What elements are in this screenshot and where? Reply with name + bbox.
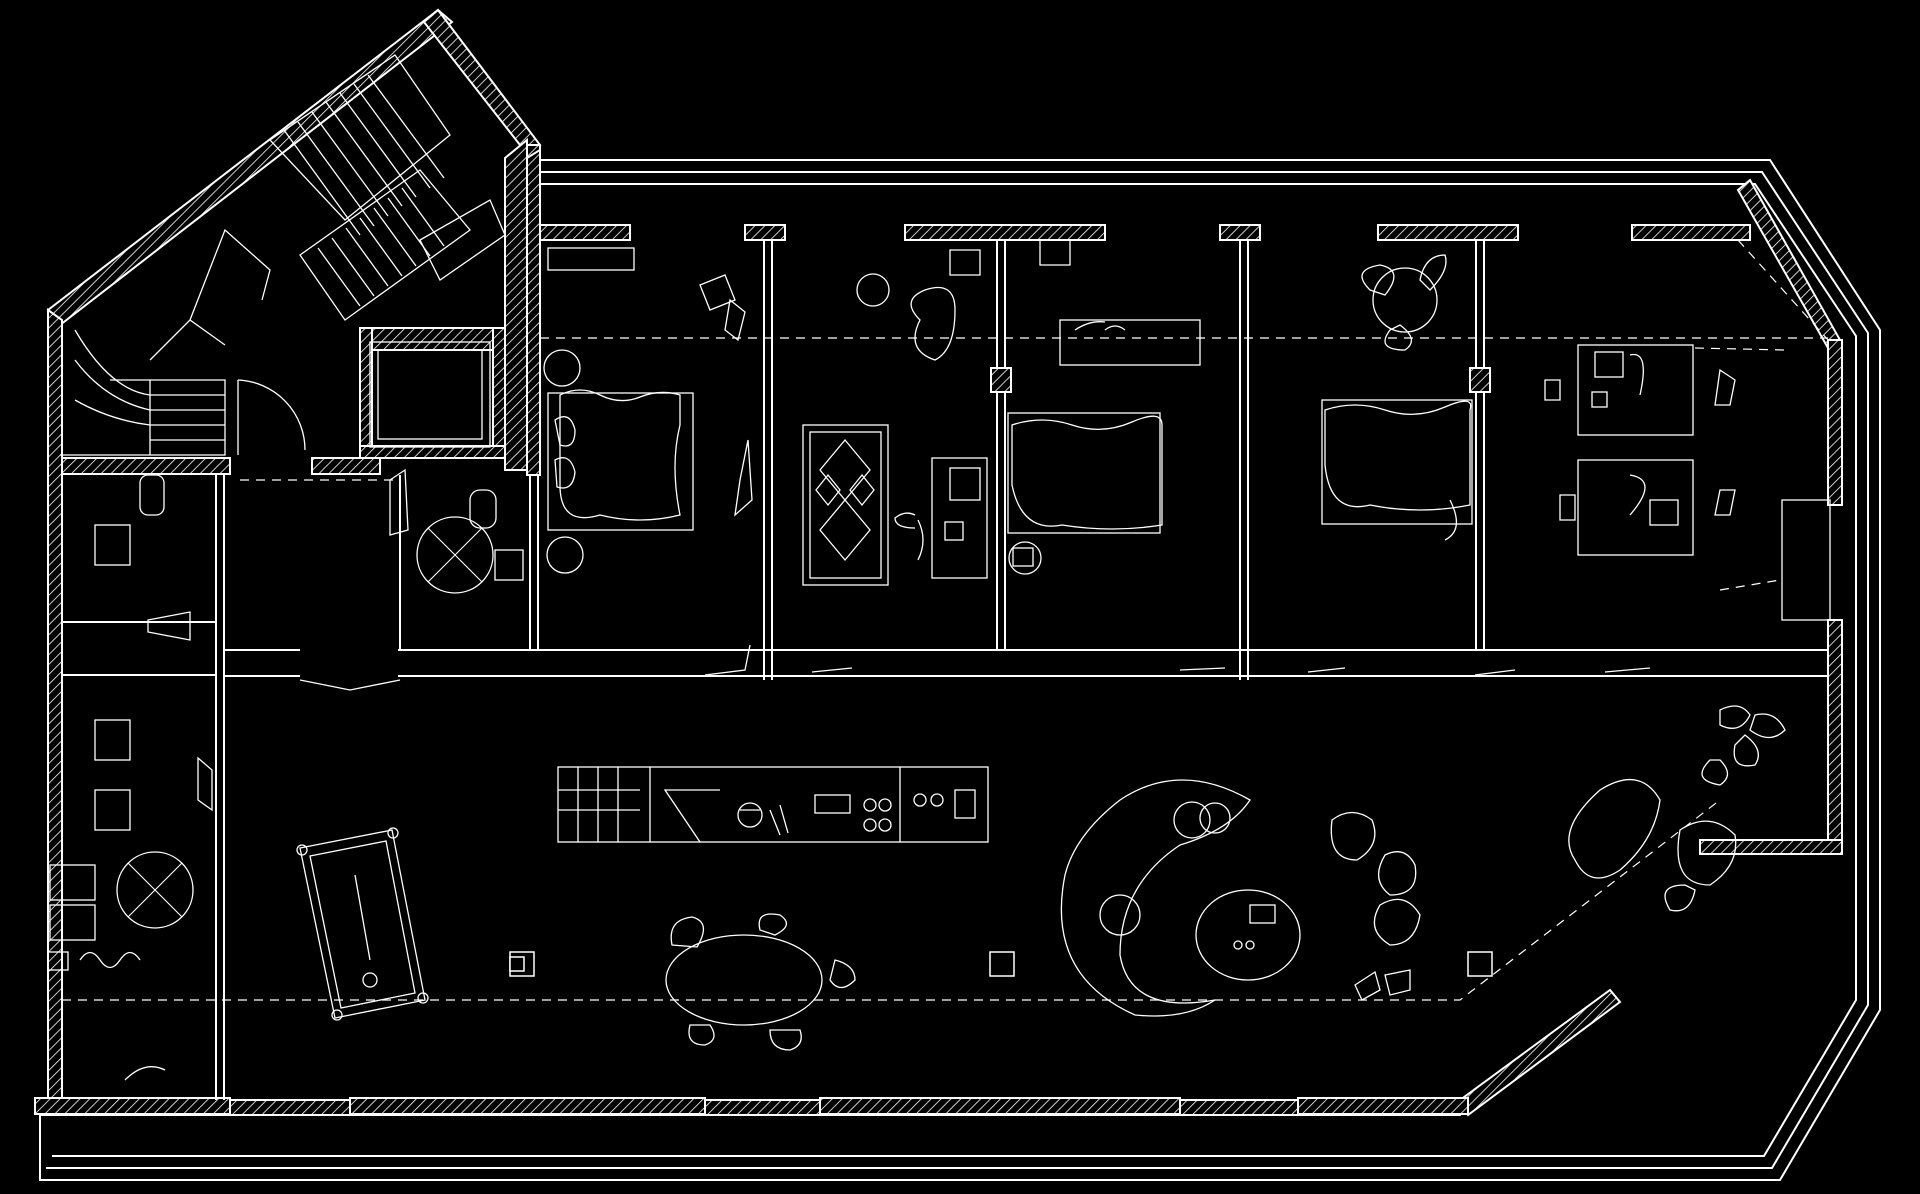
plant: [1568, 705, 1786, 912]
lounge-sofa: [1060, 779, 1301, 1017]
wc: [389, 468, 524, 594]
armchairs: [1330, 811, 1421, 1001]
doors: [299, 644, 1651, 691]
billiard-table: [296, 827, 429, 1021]
elevator-shaft: [369, 199, 506, 448]
bedroom-1: [543, 247, 753, 574]
bedroom-3: [1321, 254, 1473, 541]
terrace-outline: [39, 159, 1881, 1181]
interior-walls: [61, 137, 1828, 1100]
columns: [509, 951, 1493, 977]
staircase: [60, 54, 471, 456]
office: [1544, 344, 1831, 621]
kitchen-island: [557, 766, 989, 843]
exterior-walls: [34, 8, 1843, 1117]
bathroom: [47, 474, 213, 1081]
rug-room: [802, 249, 988, 586]
dining-table: [665, 913, 856, 1051]
overhead-lines: [62, 239, 1829, 1001]
entrance-door: [237, 379, 306, 455]
bedroom-2: [1007, 239, 1201, 575]
